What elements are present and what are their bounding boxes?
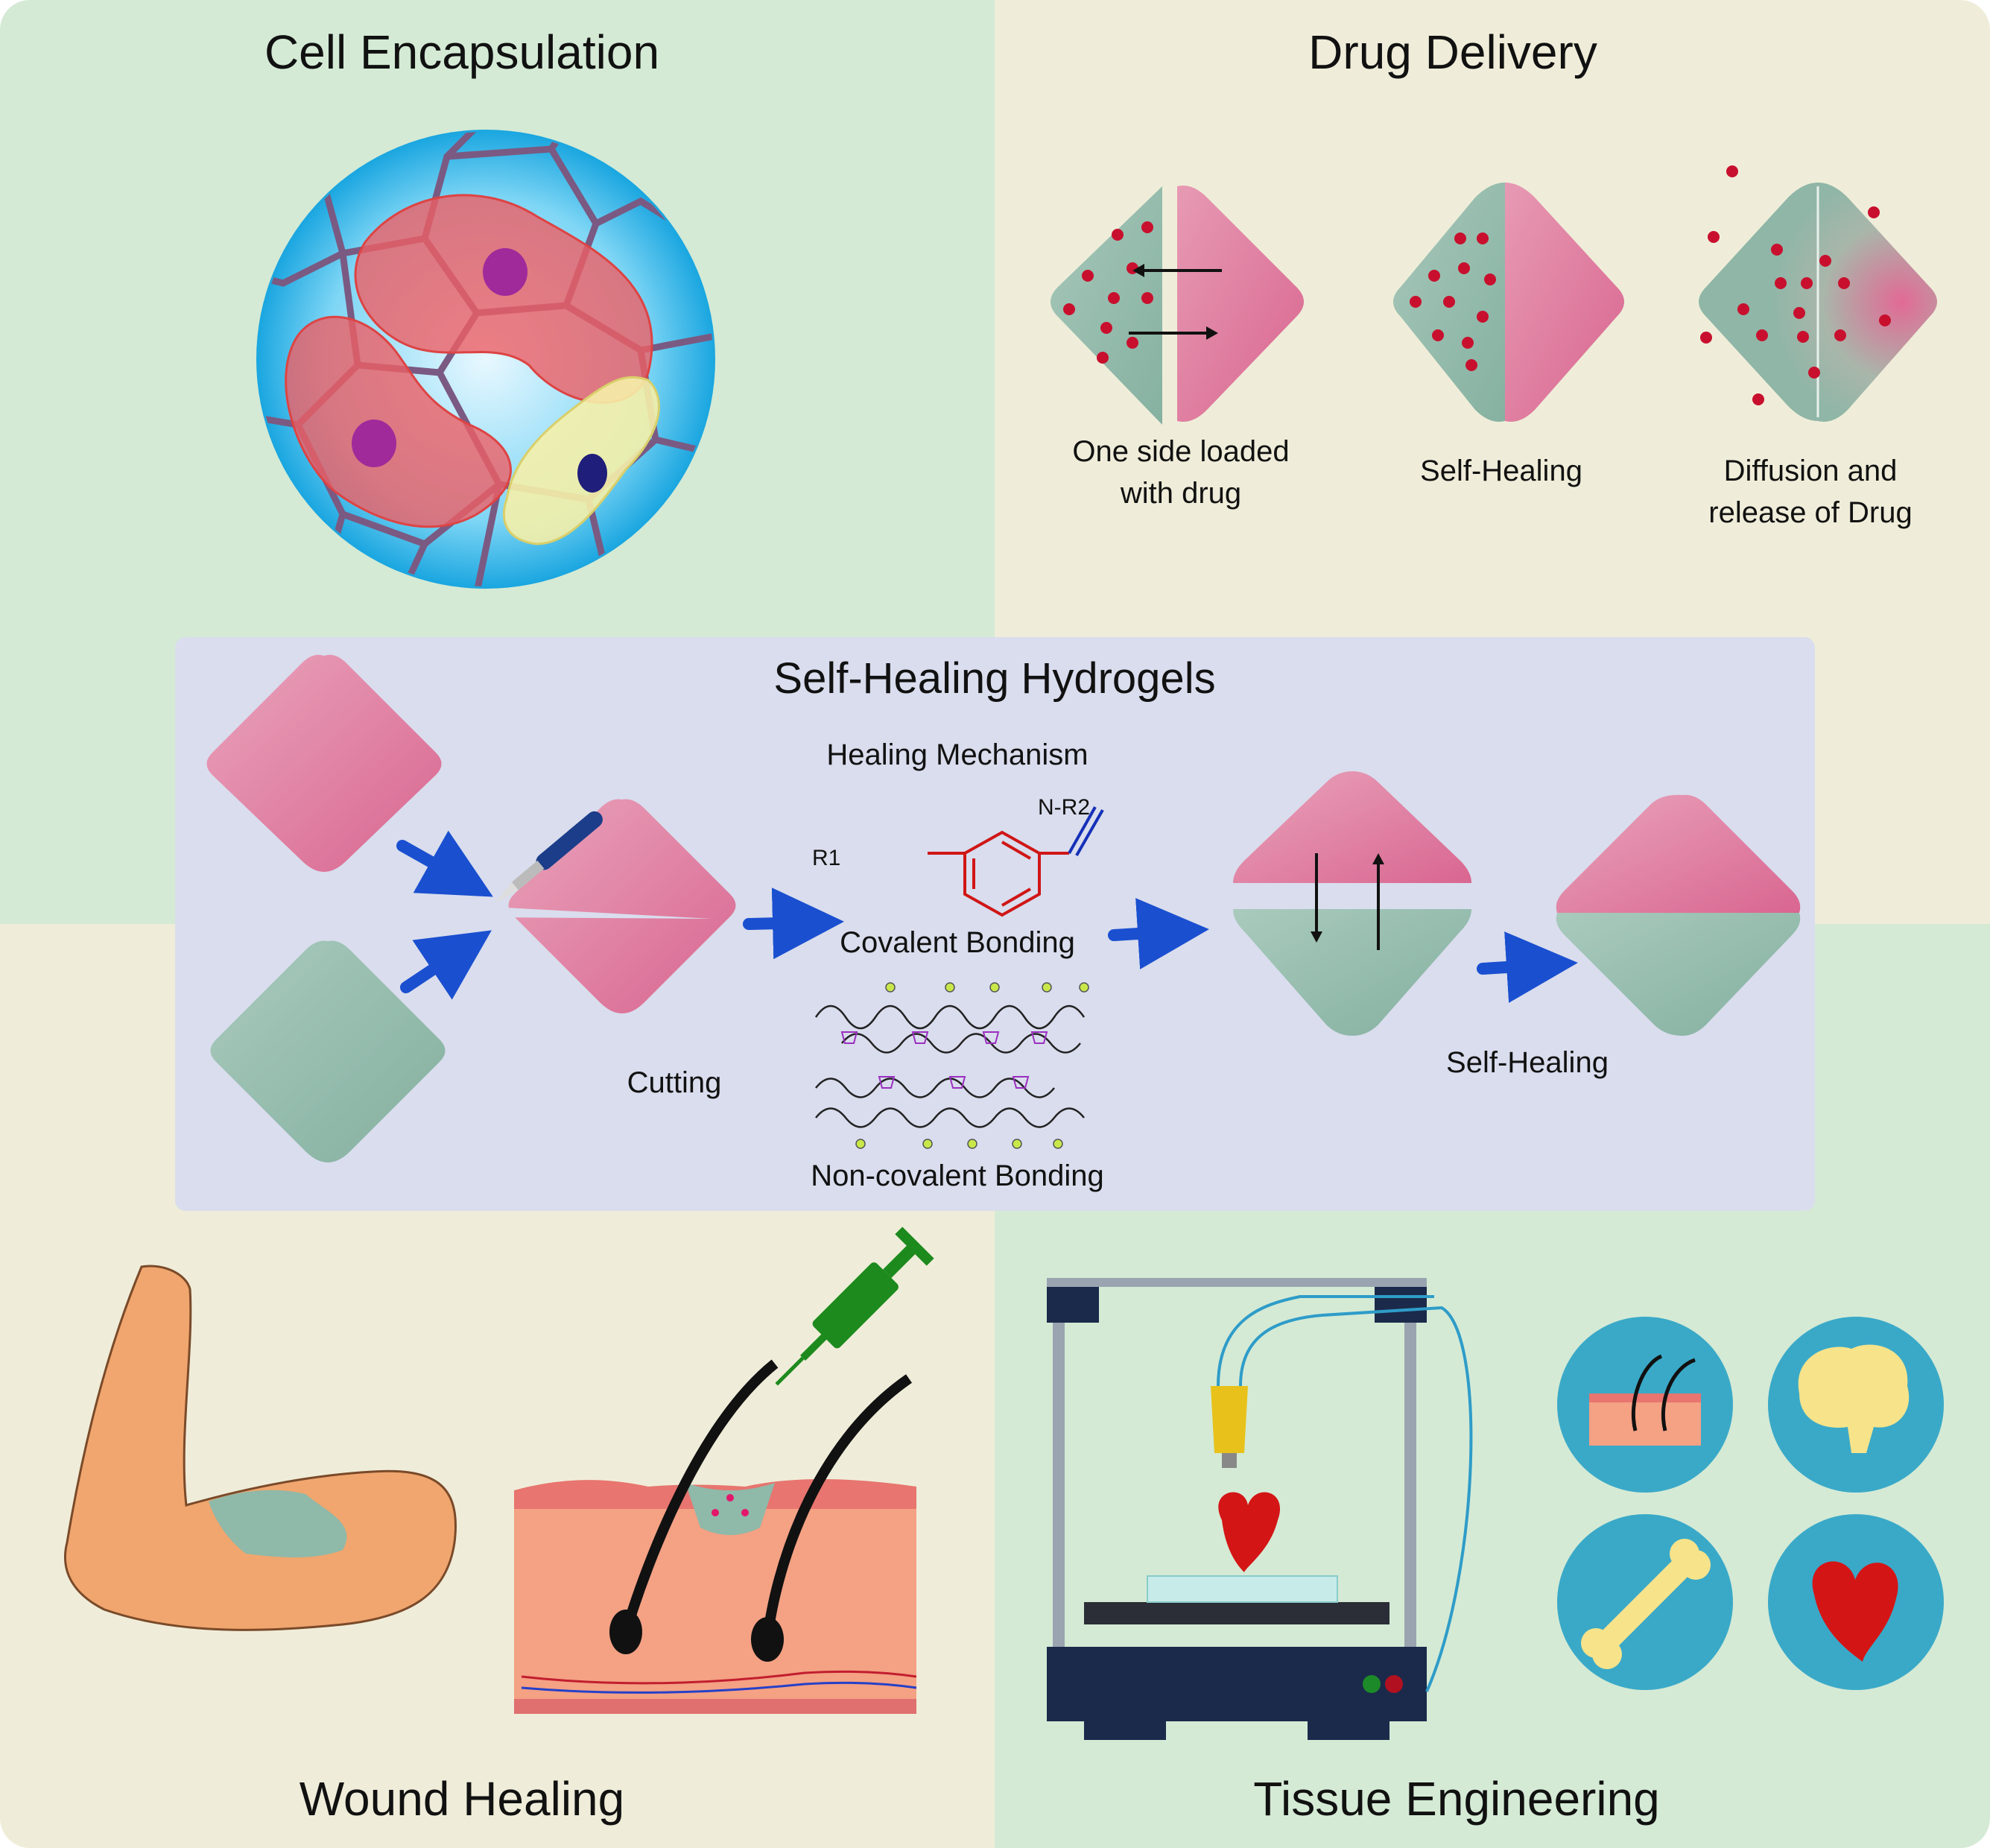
heart-circle (1768, 1514, 1944, 1690)
tissue-engineering-title: Tissue Engineering (1253, 1772, 1660, 1826)
drug-step-3-label: Diffusion and release of Drug (1661, 450, 1959, 534)
heart-icon (1218, 1492, 1281, 1572)
self-healing-hydrogels-panel (175, 637, 1815, 1211)
non-covalent-bonding-label: Non-covalent Bonding (811, 1159, 1104, 1192)
healing-mechanism-label: Healing Mechanism (826, 738, 1089, 771)
drug-step-2-label-line1: Self-Healing (1420, 455, 1582, 487)
non-covalent-structure (814, 1004, 1086, 1128)
wound-healing-illustration (63, 1227, 934, 1714)
nucleus-2 (352, 420, 396, 467)
healed-hydrogel (1556, 794, 1801, 1036)
green-hydrogel (210, 940, 446, 1162)
cell-encapsulation-title: Cell Encapsulation (264, 25, 660, 79)
cut-hydrogel (492, 799, 736, 1013)
drug-step-3 (1699, 165, 1937, 422)
skin-circle (1557, 1317, 1733, 1493)
drug-step-1-label-line2: with drug (1120, 477, 1242, 510)
drug-step-1 (1051, 186, 1304, 425)
covalent-structure (928, 830, 1041, 917)
nucleus-1 (483, 248, 527, 296)
drug-step-3-label-line2: release of Drug (1708, 496, 1913, 529)
drug-delivery-title: Drug Delivery (1308, 25, 1597, 79)
red-cell-2 (285, 315, 512, 528)
tissue-engineering-illustration (1047, 1278, 1944, 1740)
drug-step-1-label: One side loaded with drug (1028, 431, 1334, 514)
hydrogel-mechanism-illustration (206, 654, 1801, 1162)
drug-step-1-label-line1: One side loaded (1072, 435, 1290, 468)
drug-step-2 (1393, 183, 1624, 422)
printer-icon (1047, 1278, 1473, 1740)
brain-icon (1768, 1317, 1944, 1493)
skin-section (514, 1359, 917, 1714)
drug-step-3-label-line1: Diffusion and (1723, 455, 1898, 487)
self-healing-label: Self-Healing (1446, 1046, 1609, 1079)
arm-icon (63, 1265, 457, 1631)
cell-encapsulation-illustration (256, 130, 715, 589)
chem-r1-label: R1 (812, 846, 841, 870)
nucleus-3 (577, 454, 607, 493)
syringe-icon (775, 1227, 934, 1386)
separated-hydrogel (1233, 771, 1471, 1036)
self-healing-hydrogels-title: Self-Healing Hydrogels (773, 654, 1216, 703)
drug-step-2-label: Self-Healing (1352, 450, 1650, 492)
drug-delivery-illustration (1051, 165, 1937, 425)
scalpel-icon (495, 811, 603, 903)
pink-hydrogel (206, 654, 442, 872)
chem-nr2-label: N-R2 (1038, 795, 1091, 820)
wound-healing-title: Wound Healing (299, 1772, 625, 1826)
covalent-bonding-label: Covalent Bonding (840, 926, 1075, 959)
cutting-label: Cutting (627, 1066, 722, 1099)
bone-icon (1557, 1514, 1733, 1690)
